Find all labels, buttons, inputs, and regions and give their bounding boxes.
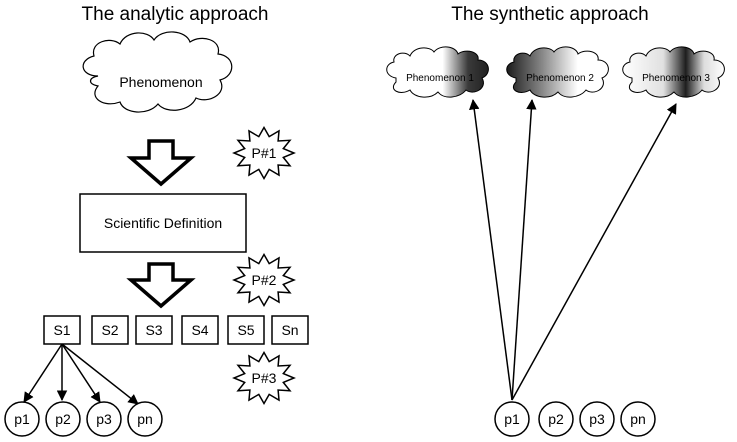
s-box-label: S3 [145,322,162,338]
synthetic-circle-p1: p1 [494,401,530,437]
analytic-circle-pn: pn [127,401,163,437]
arrow-s1-p3 [61,343,101,403]
s-box-n: Sn [271,315,309,345]
arrow-p1-phenomenon-1 [469,98,513,401]
synthetic-circle-pn: pn [620,401,656,437]
phenomenon-2-label: Phenomenon 2 [526,73,594,84]
analytic-circle-p1: p1 [4,401,40,437]
problem-label-2: P#2 [252,272,277,288]
s-box-4: S4 [181,315,219,345]
arrow-p1-phenomenon-3 [511,103,677,401]
s-box-1: S1 [43,315,81,345]
synthetic-circle-p2: p2 [538,401,574,437]
synthetic-title: The synthetic approach [451,4,649,25]
definition-label: Scientific Definition [104,215,222,231]
circle-label: pn [137,411,153,427]
s-box-label: S4 [191,322,208,338]
s-box-2: S2 [91,315,129,345]
scientific-definition-box: Scientific Definition [79,193,247,253]
phenomenon-cloud-2: Phenomenon 2 [506,46,609,98]
block-arrow-down-1 [126,139,196,187]
arrow-p1-phenomenon-2 [511,98,537,401]
circle-label: pn [630,411,646,427]
circle-label: p3 [96,411,112,427]
analytic-circle-p2: p2 [45,401,81,437]
problem-label-3: P#3 [252,370,277,386]
analytic-circle-p3: p3 [86,401,122,437]
problem-starburst-3: P#3 [232,350,296,406]
problem-starburst-1: P#1 [232,125,296,181]
circle-label: p1 [14,411,30,427]
s-box-label: Sn [281,322,298,338]
analytic-title: The analytic approach [82,4,269,25]
circle-label: p3 [589,411,605,427]
problem-label-1: P#1 [252,145,277,161]
s-box-label: S5 [237,322,254,338]
phenomenon-1-label: Phenomenon 1 [406,73,474,84]
phenomenon-cloud: Phenomenon [82,31,233,113]
s-box-3: S3 [135,315,173,345]
s-box-label: S2 [101,322,118,338]
problem-starburst-2: P#2 [232,252,296,308]
arrow-s1-p1 [23,343,63,403]
block-arrow-down-2 [126,262,196,309]
phenomenon-3-label: Phenomenon 3 [642,73,710,84]
phenomenon-cloud-1: Phenomenon 1 [386,46,489,98]
s-box-label: S1 [53,322,70,338]
circle-label: p2 [548,411,564,427]
circle-label: p1 [504,411,520,427]
circle-label: p2 [55,411,71,427]
s-box-5: S5 [227,315,265,345]
synthetic-circle-p3: p3 [579,401,615,437]
phenomenon-label: Phenomenon [119,74,202,90]
phenomenon-cloud-3: Phenomenon 3 [622,46,725,98]
arrow-s1-pn [61,343,139,405]
